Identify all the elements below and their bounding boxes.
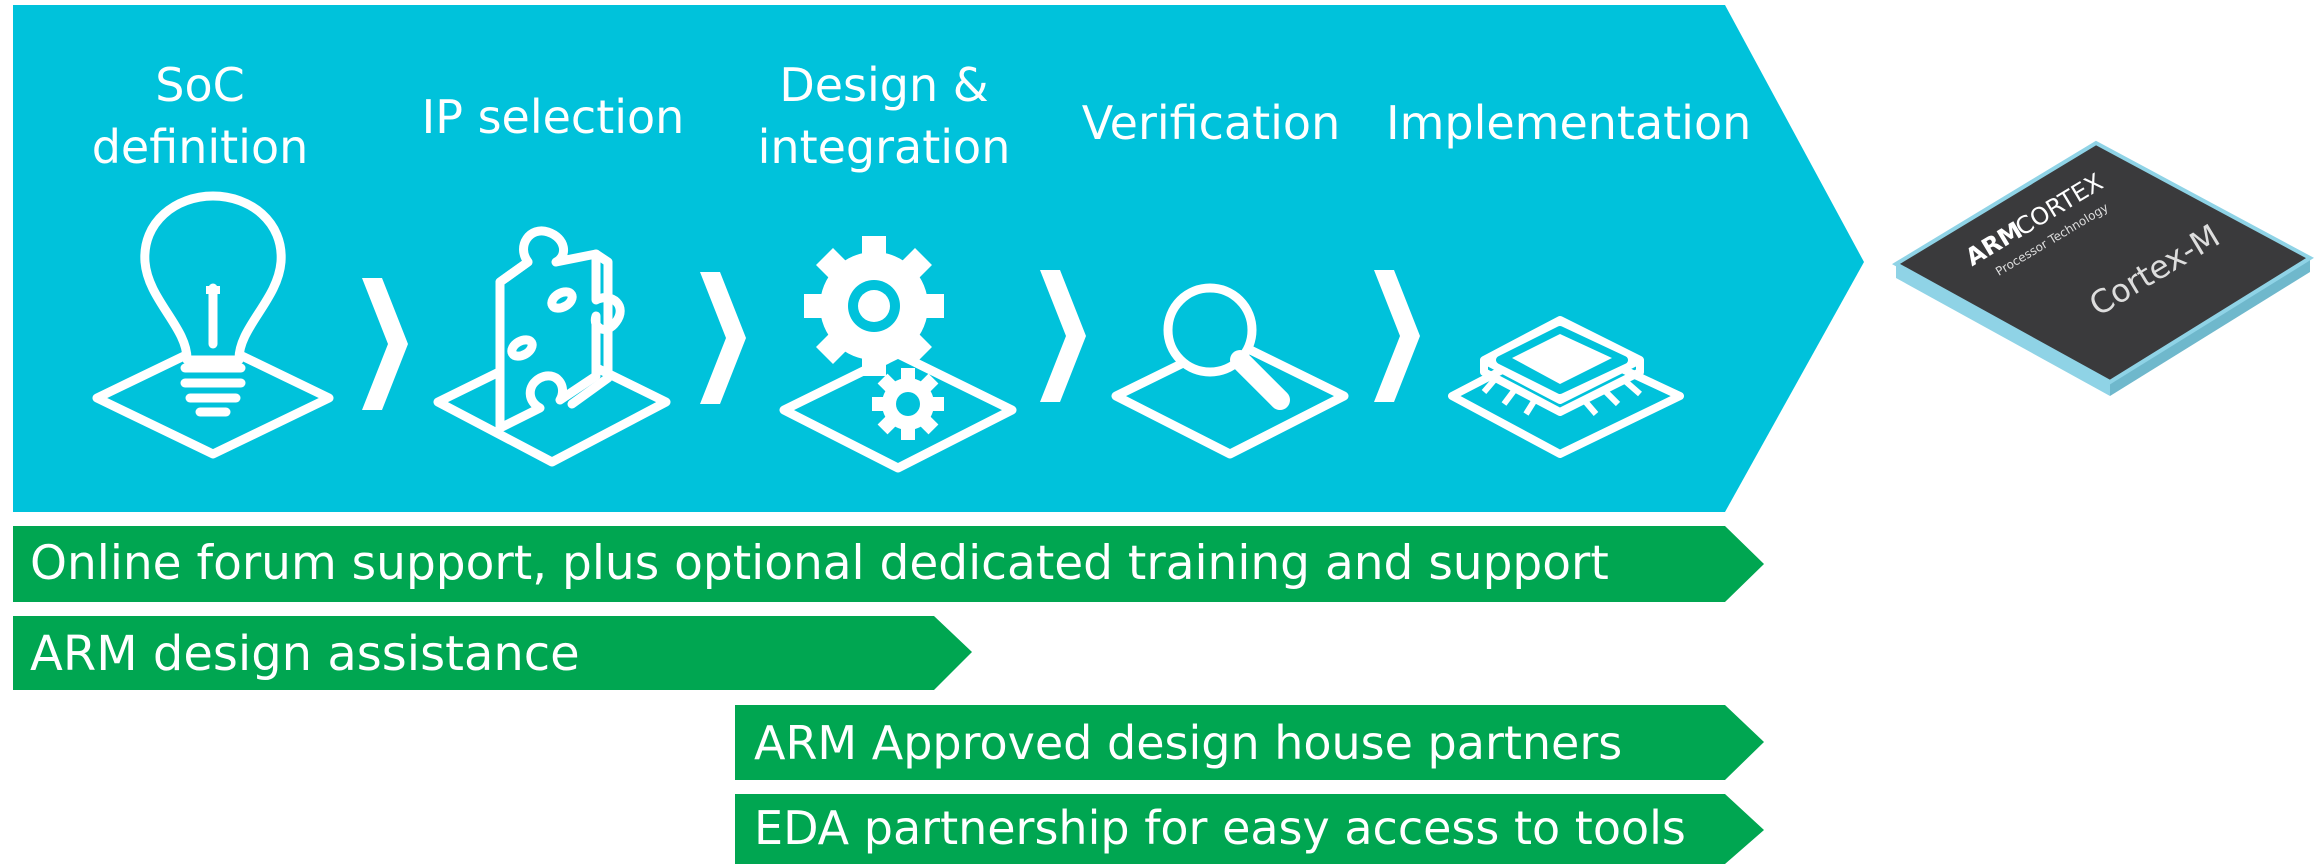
- support-bar-shape: [735, 705, 1764, 780]
- bar-label-eda-partnership: EDA partnership for easy access to tools: [754, 801, 1686, 855]
- chevron-separator-icon: [362, 278, 408, 410]
- bar-label-arm-design-assistance: ARM design assistance: [30, 626, 580, 682]
- support-bar-shape: [735, 794, 1764, 864]
- bar-label-approved-design-houses: ARM Approved design house partners: [754, 716, 1623, 770]
- support-bar-shape: [13, 616, 972, 690]
- gears-icon: [779, 236, 1017, 473]
- lightbulb-icon: [92, 191, 334, 459]
- cortex-m-chip-image: ARM CORTEX Processor Technology Cortex-M: [1892, 140, 2314, 396]
- stage-label-design-integration: Design & integration: [757, 58, 1011, 174]
- chip-icon: [1448, 316, 1684, 458]
- stage-label-soc-definition: SoC definition: [91, 58, 309, 174]
- support-bar-shape: [13, 526, 1764, 602]
- puzzle-piece-icon: [433, 226, 671, 467]
- chevron-separator-icon: [1040, 270, 1086, 402]
- stage-label-ip-selection: IP selection: [421, 90, 685, 144]
- chevron-separator-icon: [700, 272, 746, 404]
- bar-label-online-forum-support: Online forum support, plus optional dedi…: [30, 536, 1609, 591]
- stage-label-implementation: Implementation: [1386, 96, 1752, 150]
- stage-label-verification: Verification: [1081, 96, 1341, 150]
- chevron-separator-icon: [1374, 270, 1420, 402]
- magnifier-icon: [1111, 283, 1349, 459]
